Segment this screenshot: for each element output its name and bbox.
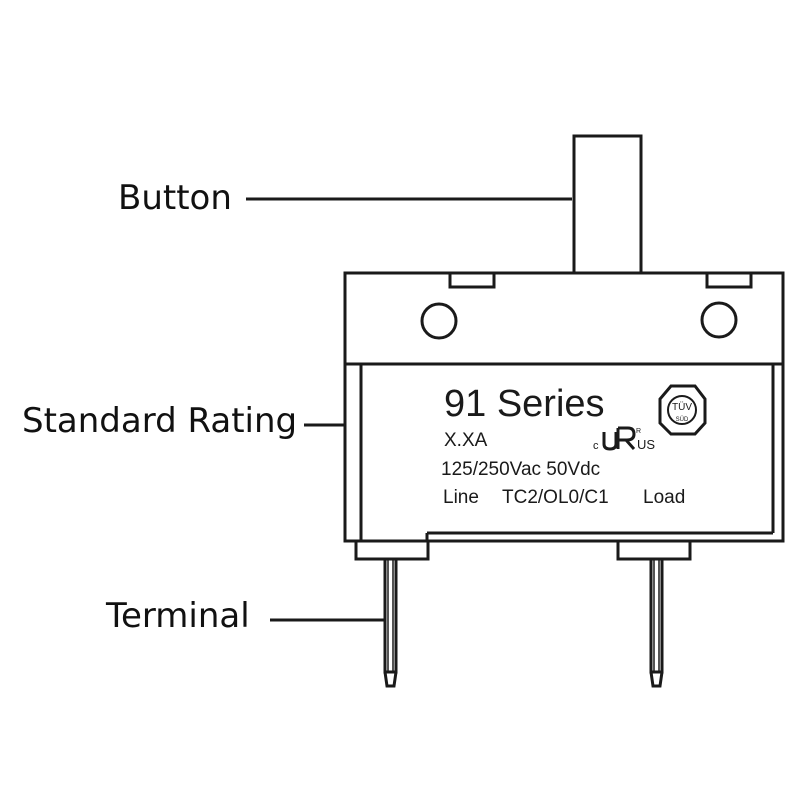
ul-c-text: c — [593, 440, 599, 452]
left-terminal-foot — [354, 539, 430, 561]
tuv-certification-icon — [658, 384, 707, 436]
right-mounting-hole — [700, 301, 738, 339]
tuv-top-text: TÜV — [672, 401, 692, 413]
right-terminal-pin — [649, 557, 664, 688]
lower-body — [343, 362, 785, 543]
line-text: Line — [443, 487, 479, 508]
right-terminal-foot — [616, 539, 692, 561]
ul-recognized-icon — [602, 426, 636, 451]
push-button — [572, 134, 643, 275]
ul-r-text: R — [636, 428, 641, 435]
ul-us-text: US — [637, 437, 655, 452]
series-text: 91 Series — [444, 383, 605, 425]
tuv-bottom-text: SÜD — [676, 416, 689, 423]
left-notch — [448, 271, 496, 289]
left-terminal-pin — [383, 557, 398, 688]
load-text: Load — [643, 487, 685, 508]
right-notch — [705, 271, 753, 289]
left-mounting-hole — [420, 302, 458, 340]
button-label: Button — [118, 178, 232, 218]
circuit-code-text: TC2/OL0/C1 — [502, 487, 609, 508]
current-rating-text: X.XA — [444, 430, 488, 451]
voltage-rating-text: 125/250Vac 50Vdc — [441, 459, 600, 480]
terminal-label: Terminal — [106, 596, 250, 636]
standard-rating-label: Standard Rating — [22, 401, 298, 441]
